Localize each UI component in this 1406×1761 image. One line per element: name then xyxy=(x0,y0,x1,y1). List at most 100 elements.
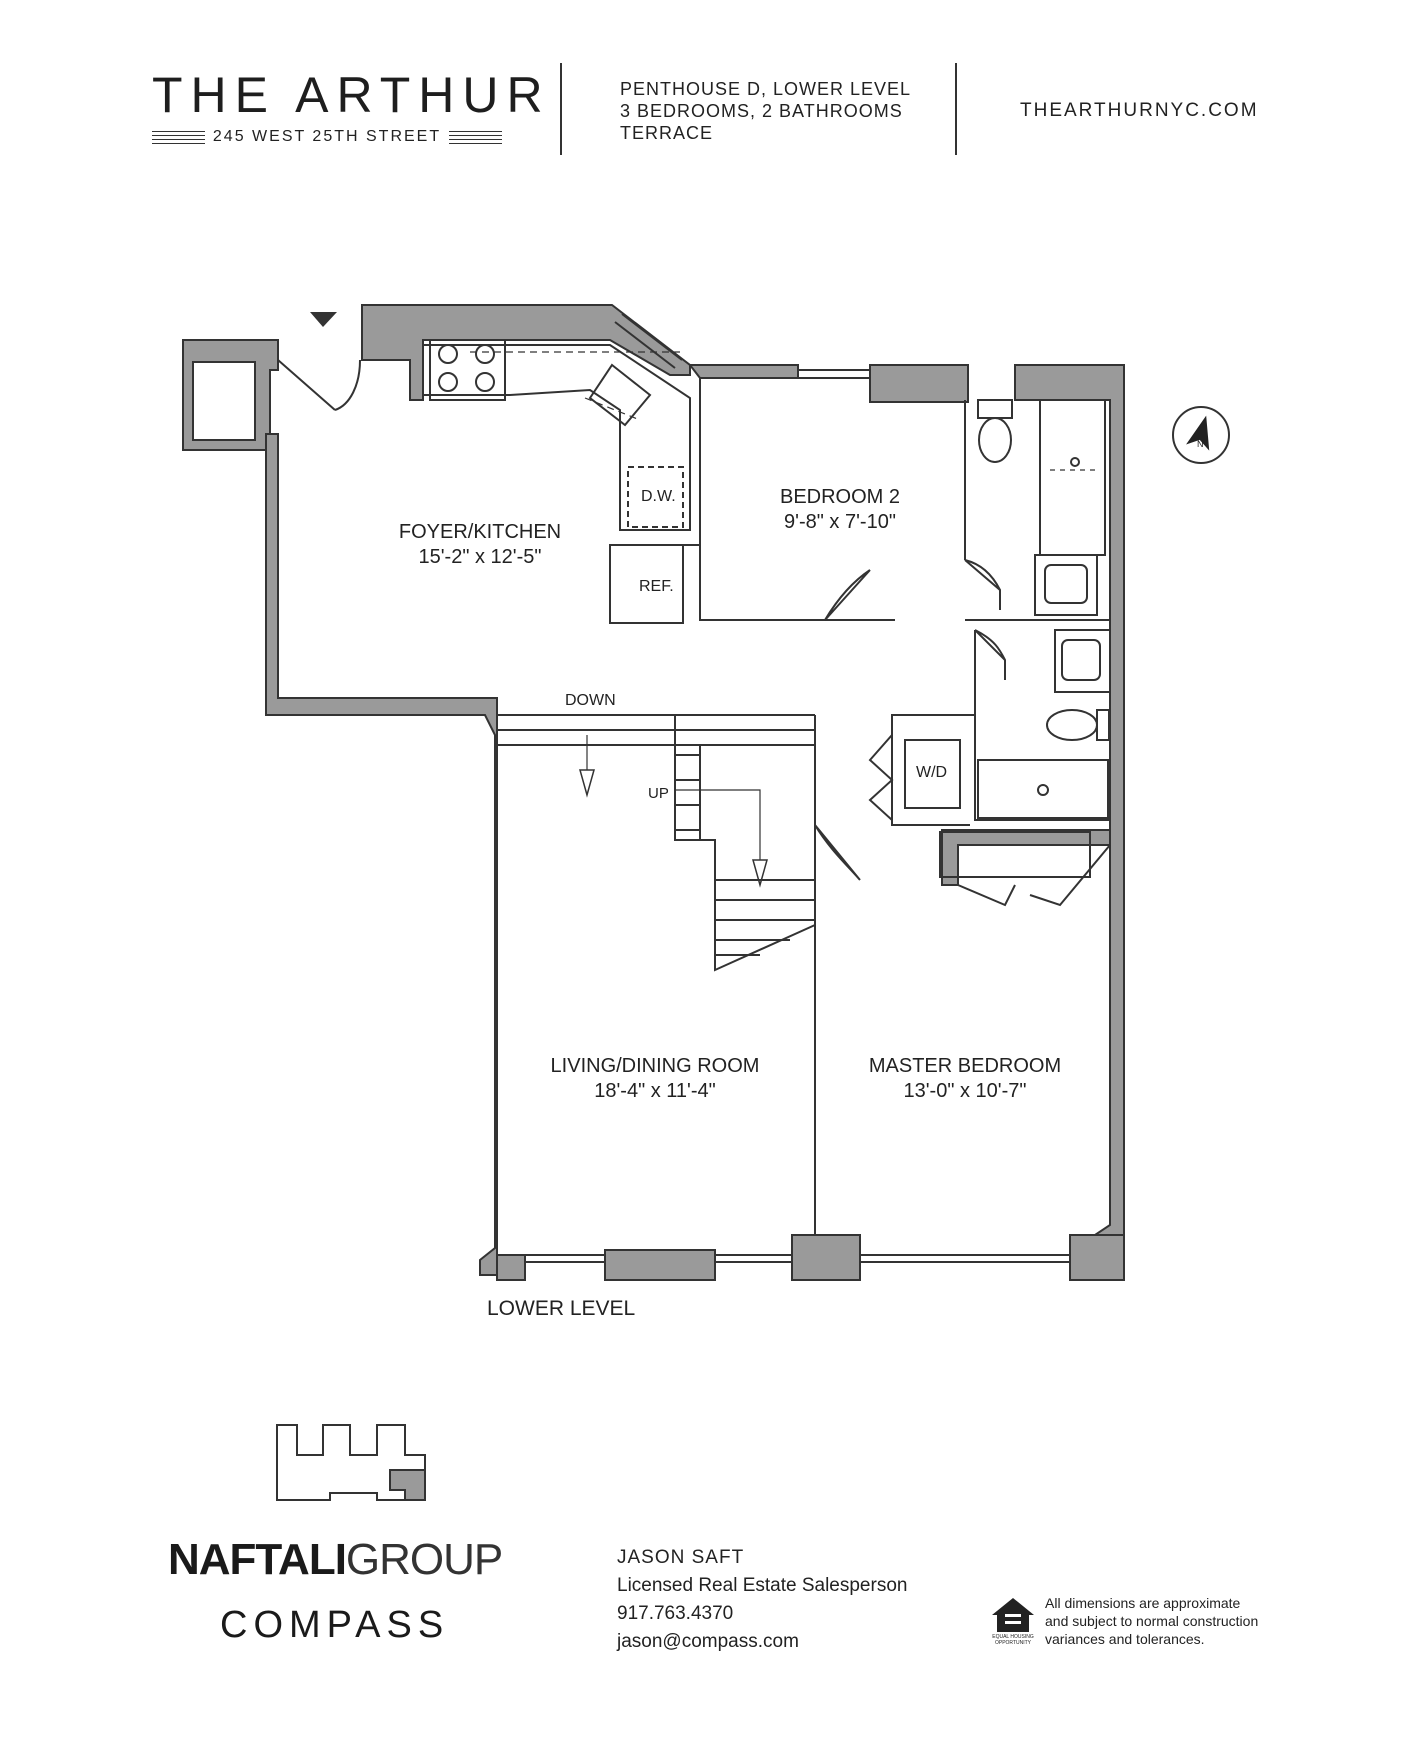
entry-door[interactable] xyxy=(277,359,361,411)
south-wall-sw xyxy=(496,1254,526,1281)
room-name: LIVING/DINING ROOM xyxy=(550,1055,760,1077)
logo-bold: NAFTALI xyxy=(168,1535,347,1584)
south-wall-mid xyxy=(604,1249,716,1281)
burner-icon xyxy=(475,344,495,364)
stair-path xyxy=(586,735,761,860)
shower-2 xyxy=(977,759,1109,819)
bedroom2-wall xyxy=(699,378,895,621)
key-plan-unit xyxy=(389,1469,426,1501)
disclaimer-line: All dimensions are approximate xyxy=(1045,1595,1241,1611)
bath2-wall xyxy=(974,630,1110,821)
room-bedroom-2: BEDROOM 2 9'-8" x 7'-10" xyxy=(740,485,940,535)
window-kitchen xyxy=(614,313,683,369)
west-wall xyxy=(265,433,498,1276)
dishwasher-label: D.W. xyxy=(641,488,676,505)
north-arrow-icon xyxy=(1186,415,1210,451)
room-name: FOYER/KITCHEN xyxy=(398,521,562,543)
agent-phone[interactable]: 917.763.4370 xyxy=(617,1603,734,1624)
room-dims: 9'-8" x 7'-10" xyxy=(784,511,896,533)
refrigerator-label: REF. xyxy=(639,578,674,595)
compass-letter: N xyxy=(1197,439,1204,449)
drain-icon xyxy=(1037,784,1049,796)
washer-dryer-label: W/D xyxy=(916,764,948,781)
bedroom2-top-wall xyxy=(687,364,799,379)
south-wall-se xyxy=(1069,1234,1125,1281)
stair-treads xyxy=(715,879,815,956)
room-dims: 15'-2" x 12'-5" xyxy=(418,546,542,568)
room-dims: 18'-4" x 11'-4" xyxy=(594,1080,716,1102)
wd-closet xyxy=(891,714,975,826)
toilet-1-icon xyxy=(978,417,1012,463)
stair-landing xyxy=(497,729,815,746)
bath1-door[interactable] xyxy=(964,559,1001,610)
compass-logo: COMPASS xyxy=(220,1604,450,1646)
window-bedroom2 xyxy=(798,369,870,379)
sink-2-icon xyxy=(1061,639,1101,681)
burner-icon xyxy=(475,372,495,392)
window-living-left xyxy=(525,1254,605,1263)
down-arrow-icon xyxy=(579,769,595,798)
building-address: 245 WEST 25TH STREET xyxy=(152,126,503,148)
wd-bifold-door[interactable] xyxy=(868,734,894,821)
equal-housing-icon xyxy=(992,1598,1034,1632)
room-name: BEDROOM 2 xyxy=(779,486,901,508)
washer-dryer xyxy=(904,739,961,809)
equal-housing-text: EQUAL HOUSING OPPORTUNITY xyxy=(992,1634,1034,1646)
north-compass-icon xyxy=(1172,406,1230,464)
logo-light: GROUP xyxy=(345,1535,503,1584)
bedroom2-door[interactable] xyxy=(824,569,871,621)
stair-outline xyxy=(674,715,816,972)
master-closet xyxy=(939,831,1091,878)
entry-closet-wall xyxy=(182,339,279,451)
website-link[interactable]: THEARTHURNYC.COM xyxy=(1020,100,1259,121)
building-name: THE ARTHUR xyxy=(152,67,551,123)
drain-icon xyxy=(1070,457,1080,467)
bedroom2-top-wall-right xyxy=(869,364,969,403)
room-name: MASTER BEDROOM xyxy=(868,1055,1062,1077)
agent-title: Licensed Real Estate Salesperson xyxy=(617,1575,908,1596)
master-door[interactable] xyxy=(814,824,861,881)
cabinet-dashes xyxy=(470,351,680,520)
room-dims: 13'-0" x 10'-7" xyxy=(903,1080,1027,1102)
disclaimer-line: and subject to normal construction xyxy=(1045,1613,1259,1629)
burner-icon xyxy=(438,344,458,364)
entry-arrow-icon xyxy=(310,312,337,327)
unit-line: 3 BEDROOMS, 2 BATHROOMS xyxy=(620,101,903,121)
stair-down-label: DOWN xyxy=(565,692,616,709)
toilet-2-icon xyxy=(1046,709,1098,741)
shower-curtain xyxy=(1039,400,1095,555)
kitchen-sink xyxy=(588,363,652,427)
sink-1-icon xyxy=(1044,564,1088,604)
up-arrow-icon xyxy=(752,859,768,888)
naftali-group-logo: NAFTALIGROUP xyxy=(168,1535,503,1585)
south-wall-center xyxy=(791,1234,861,1281)
agent-name: JASON SAFT xyxy=(617,1547,745,1568)
shower-1 xyxy=(1039,399,1106,556)
disclaimer-line: variances and tolerances. xyxy=(1045,1631,1205,1647)
header-divider-left xyxy=(560,63,562,155)
room-master-bedroom: MASTER BEDROOM 13'-0" x 10'-7" xyxy=(855,1054,1075,1104)
master-closet-wall xyxy=(941,829,1111,886)
kitchen-counter xyxy=(423,344,691,531)
bath2-door[interactable] xyxy=(974,629,1006,680)
refrigerator xyxy=(609,544,684,624)
level-label: LOWER LEVEL xyxy=(487,1297,636,1320)
vanity-1 xyxy=(1034,554,1098,616)
toilet-1-tank xyxy=(977,399,1013,419)
window-master xyxy=(860,1254,1070,1263)
unit-info: PENTHOUSE D, LOWER LEVEL 3 BEDROOMS, 2 B… xyxy=(620,78,911,144)
header-divider-right xyxy=(955,63,957,155)
stove xyxy=(429,339,506,401)
closet-bifold-door[interactable] xyxy=(957,844,1111,907)
stair-treads-upper xyxy=(675,745,701,840)
disclaimer: All dimensions are approximate and subje… xyxy=(1045,1594,1258,1648)
vanity-2 xyxy=(1054,629,1111,693)
room-living-dining: LIVING/DINING ROOM 18'-4" x 11'-4" xyxy=(535,1054,775,1104)
window-living-right xyxy=(715,1254,792,1263)
unit-line: TERRACE xyxy=(620,123,714,143)
unit-line: PENTHOUSE D, LOWER LEVEL xyxy=(620,79,912,99)
agent-contact: JASON SAFT Licensed Real Estate Salesper… xyxy=(617,1544,907,1656)
agent-email[interactable]: jason@compass.com xyxy=(617,1631,799,1652)
dishwasher xyxy=(627,466,684,528)
